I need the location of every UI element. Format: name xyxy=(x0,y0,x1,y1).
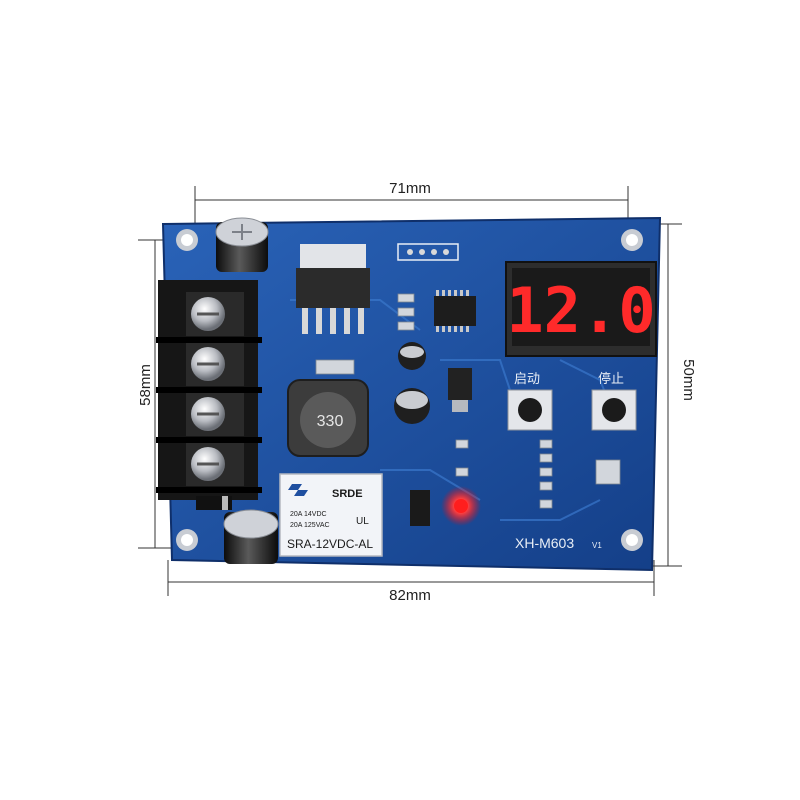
board-version-label: V1 xyxy=(592,541,602,550)
mounting-hole xyxy=(176,529,198,551)
mounting-hole xyxy=(621,229,643,251)
relay-certification-mark: UL xyxy=(356,516,369,527)
mounting-hole xyxy=(621,529,643,551)
terminal-screw xyxy=(186,392,244,436)
dimension-right-label: 50mm xyxy=(680,359,697,401)
dimension-bottom-label: 82mm xyxy=(389,587,431,604)
inductor-marking: 330 xyxy=(317,413,344,430)
transistor xyxy=(448,368,472,412)
dimension-top-label: 71mm xyxy=(389,180,431,197)
terminal-screw xyxy=(186,342,244,386)
pin-header xyxy=(397,243,459,261)
start-button-label: 启动 xyxy=(514,371,540,386)
stop-button-label: 停止 xyxy=(598,371,624,386)
status-led xyxy=(441,486,481,526)
seven-segment-display: 12.0 xyxy=(505,261,657,357)
dimension-left-label: 58mm xyxy=(137,364,154,406)
regulator-ic xyxy=(296,244,370,334)
electrolytic-capacitor-bottom xyxy=(223,509,279,564)
electrolytic-capacitor-top xyxy=(215,217,269,272)
terminal-screw xyxy=(186,442,244,486)
screw-terminal-block xyxy=(156,280,262,500)
relay-rating-dc: 20A 14VDC xyxy=(290,511,327,518)
relay-brand: SRDE xyxy=(332,488,363,500)
terminal-screw xyxy=(186,292,244,336)
diode xyxy=(196,496,232,510)
mounting-holes xyxy=(176,229,643,551)
mounting-hole xyxy=(176,229,198,251)
stop-button[interactable] xyxy=(591,389,637,431)
relay-rating-ac: 20A 125VAC xyxy=(290,522,330,529)
microcontroller-chip xyxy=(434,290,476,332)
power-inductor: 330 xyxy=(287,379,369,457)
relay: SRDE 20A 14VDC 20A 125VAC UL SRA-12VDC-A… xyxy=(279,473,383,557)
smd-components xyxy=(315,293,621,509)
small-capacitors xyxy=(394,342,430,424)
display-reading: 12.0 xyxy=(506,274,655,347)
relay-model: SRA-12VDC-AL xyxy=(287,537,373,551)
board-model-label: XH-M603 xyxy=(515,535,574,551)
start-button[interactable] xyxy=(507,389,553,431)
diode-d3 xyxy=(410,490,430,526)
